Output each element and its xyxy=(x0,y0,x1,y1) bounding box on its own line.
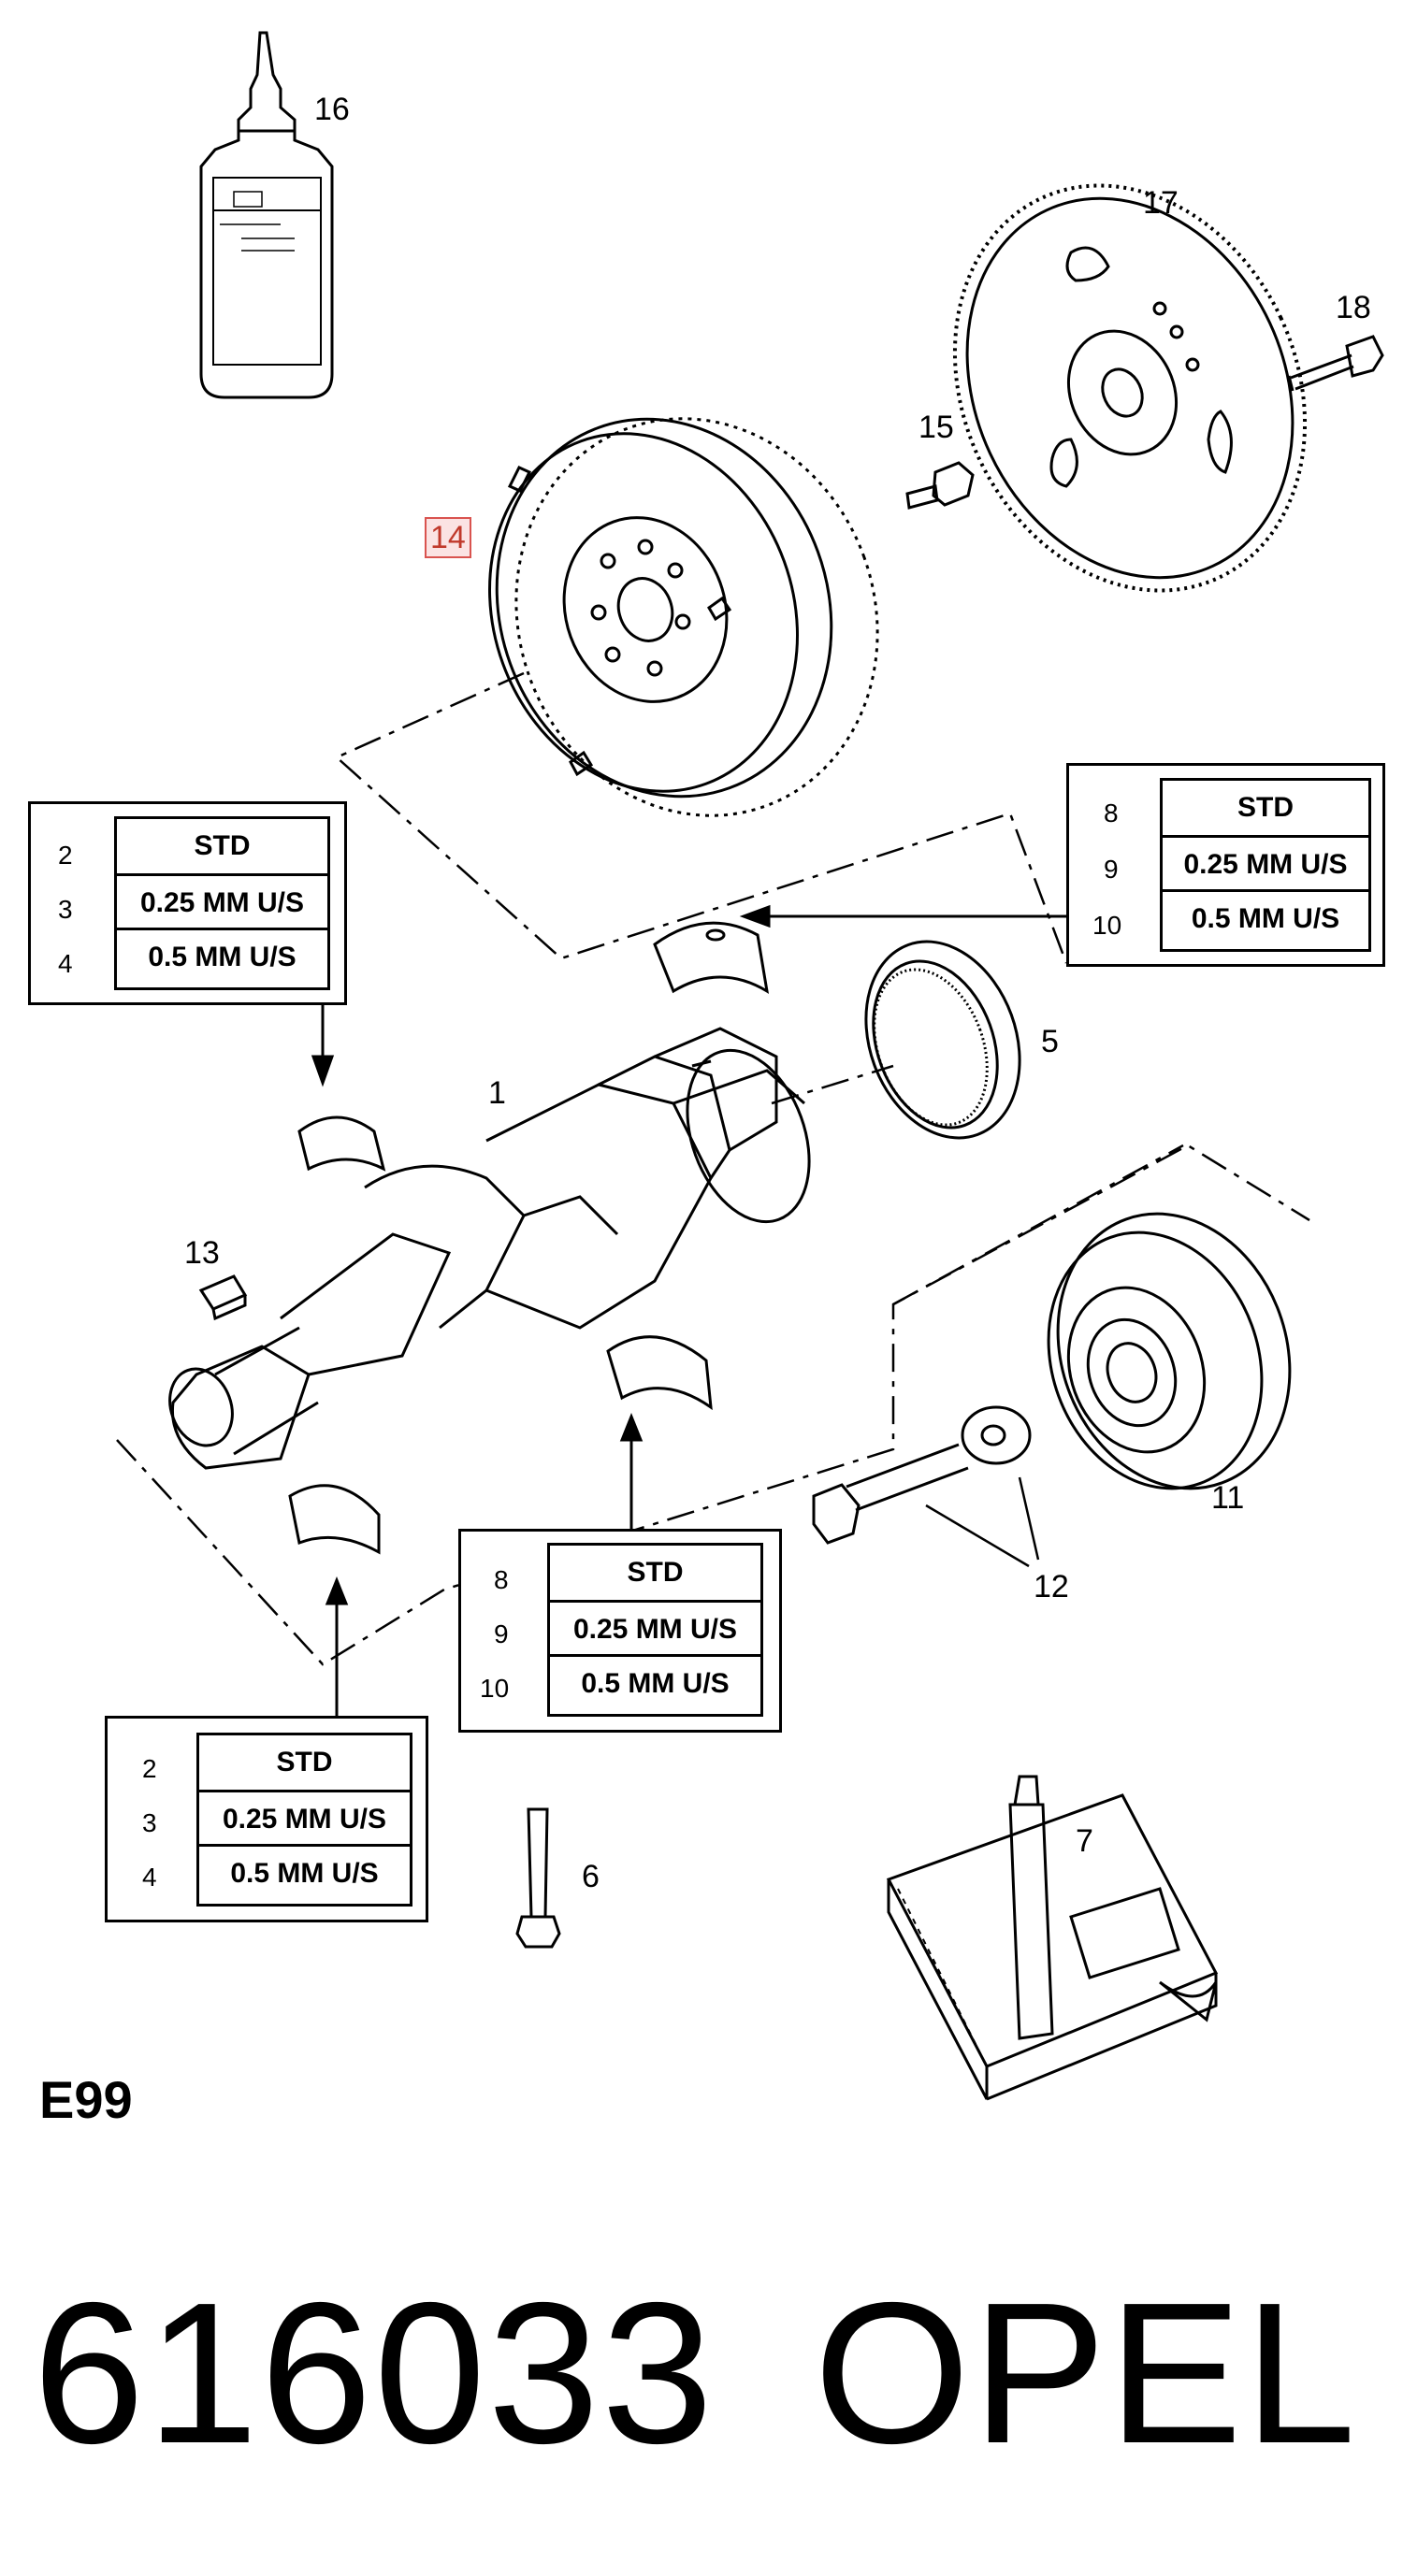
size-row-025: 0.25 MM U/S xyxy=(550,1600,760,1657)
arrow-top-left xyxy=(311,993,335,1087)
lower-bearing-shell-bottom xyxy=(288,1484,381,1555)
callout-5: 5 xyxy=(1041,1024,1059,1059)
size-row-05: 0.5 MM U/S xyxy=(117,928,327,985)
ref-number: 2 xyxy=(58,841,73,870)
callout-17: 17 xyxy=(1143,185,1179,221)
callout-1: 1 xyxy=(488,1075,506,1111)
ref-number: 4 xyxy=(142,1863,157,1892)
callout-11: 11 xyxy=(1211,1480,1245,1516)
bearing-size-table-mid-center: STD 0.25 MM U/S 0.5 MM U/S xyxy=(547,1543,763,1717)
ref-number: 10 xyxy=(1092,911,1122,940)
sealant-kit-part xyxy=(886,1775,1219,2101)
size-row-std: STD xyxy=(276,1747,333,1777)
callout-7: 7 xyxy=(1076,1823,1093,1859)
arrow-mid-center xyxy=(619,1412,644,1529)
size-row-std: STD xyxy=(1237,792,1294,823)
flywheel-part xyxy=(488,417,879,817)
part-number: 616033 xyxy=(33,2260,716,2485)
ref-number: 3 xyxy=(142,1808,157,1837)
crank-pulley-part xyxy=(1047,1212,1292,1490)
callout-14: 14 xyxy=(425,517,471,558)
upper-bearing-shell xyxy=(653,921,770,994)
lower-bearing-shell-center xyxy=(606,1335,713,1411)
ref-number: 9 xyxy=(494,1619,509,1648)
size-row-025: 0.25 MM U/S xyxy=(117,873,327,930)
lubricant-bottle-part xyxy=(199,31,334,399)
arrow-top-right xyxy=(739,904,1066,928)
arrow-bottom-left xyxy=(325,1576,349,1716)
ref-number: 8 xyxy=(1104,799,1119,827)
ref-number: 8 xyxy=(494,1565,509,1594)
lower-bearing-shell-left xyxy=(297,1115,386,1172)
ref-number: 3 xyxy=(58,895,73,924)
size-row-05: 0.5 MM U/S xyxy=(1163,889,1368,946)
ref-number: 9 xyxy=(1104,855,1119,884)
ref-number: 10 xyxy=(480,1674,510,1703)
brand-name: OPEL xyxy=(814,2260,1358,2485)
size-row-std: STD xyxy=(627,1557,684,1588)
bearing-size-table-bottom-left: STD 0.25 MM U/S 0.5 MM U/S xyxy=(196,1733,412,1907)
size-row-05: 0.5 MM U/S xyxy=(550,1654,760,1711)
callout-6: 6 xyxy=(582,1859,600,1894)
callout-13: 13 xyxy=(184,1235,220,1271)
bearing-size-table-top-left: STD 0.25 MM U/S 0.5 MM U/S xyxy=(114,816,330,990)
callout-15: 15 xyxy=(918,410,954,445)
oil-seal-part xyxy=(864,940,1021,1140)
callout-16: 16 xyxy=(314,92,350,127)
pulley-bolt-part xyxy=(812,1405,1040,1568)
flexplate-part xyxy=(952,183,1308,593)
diagram-code: E99 xyxy=(39,2070,133,2129)
size-row-std: STD xyxy=(194,830,251,861)
size-row-025: 0.25 MM U/S xyxy=(199,1790,410,1847)
bearing-size-table-top-right: STD 0.25 MM U/S 0.5 MM U/S xyxy=(1160,778,1371,952)
callout-18: 18 xyxy=(1336,290,1371,325)
crankshaft-part xyxy=(168,1027,811,1470)
flexplate-bolt-part xyxy=(1287,335,1384,392)
ref-number: 2 xyxy=(142,1754,157,1783)
woodruff-key-part xyxy=(198,1274,248,1321)
ref-number: 4 xyxy=(58,949,73,978)
size-row-05: 0.5 MM U/S xyxy=(199,1844,410,1901)
main-bearing-bolt-part xyxy=(515,1807,561,1949)
size-row-025: 0.25 MM U/S xyxy=(1163,835,1368,892)
callout-12: 12 xyxy=(1034,1569,1069,1605)
flywheel-bolt-part xyxy=(905,461,975,510)
